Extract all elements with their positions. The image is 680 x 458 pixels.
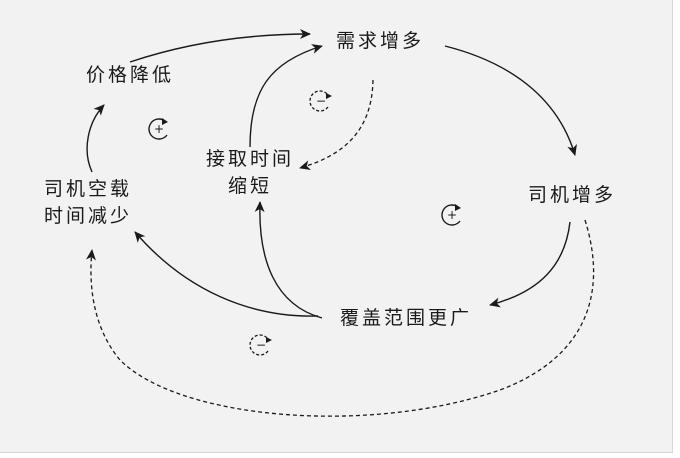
node-driver-idle-line1: 司机空载 [43, 178, 132, 200]
link-drivers-to-idle-dashed [86, 219, 595, 417]
node-coverage-wider: 覆盖范围更广 [340, 307, 473, 329]
node-price-drop: 价格降低 [86, 64, 175, 86]
loop-arrow-icon [441, 204, 461, 226]
node-demand-up: 需求增多 [336, 30, 425, 52]
node-driver-idle: 司机空载 时间减少 [36, 176, 140, 230]
loop-arrow-icon [249, 334, 272, 356]
loop-arrow-icon [309, 90, 332, 112]
link-demand-to-pickup-dashed [299, 79, 374, 171]
loop-sign-bottom: − [255, 338, 267, 352]
loop-marker-center-top: − [306, 86, 336, 116]
diagram-background [0, 0, 673, 453]
node-driver-idle-line2: 时间减少 [43, 205, 132, 227]
link-pickup-to-demand [249, 44, 323, 148]
loop-sign-center-top: − [315, 94, 327, 108]
link-coverage-to-pickup [254, 201, 323, 319]
link-price-to-demand [129, 29, 311, 63]
loop-marker-bottom: − [246, 330, 276, 360]
link-drivers-to-coverage [489, 221, 571, 308]
loop-sign-right: + [446, 208, 458, 222]
link-coverage-to-idle [134, 231, 319, 317]
loop-marker-right: + [437, 200, 467, 230]
node-drivers-up: 司机增多 [528, 184, 617, 206]
link-idle-to-price [86, 104, 105, 173]
node-pickup-time-line2: 缩短 [227, 175, 272, 197]
loop-sign-left: + [153, 122, 165, 136]
node-pickup-time-line1: 接取时间 [205, 148, 294, 170]
loop-arrow-icon [148, 118, 168, 140]
link-demand-to-drivers [444, 45, 577, 156]
node-pickup-time: 接取时间 缩短 [200, 146, 300, 200]
loop-marker-left: + [144, 114, 174, 144]
